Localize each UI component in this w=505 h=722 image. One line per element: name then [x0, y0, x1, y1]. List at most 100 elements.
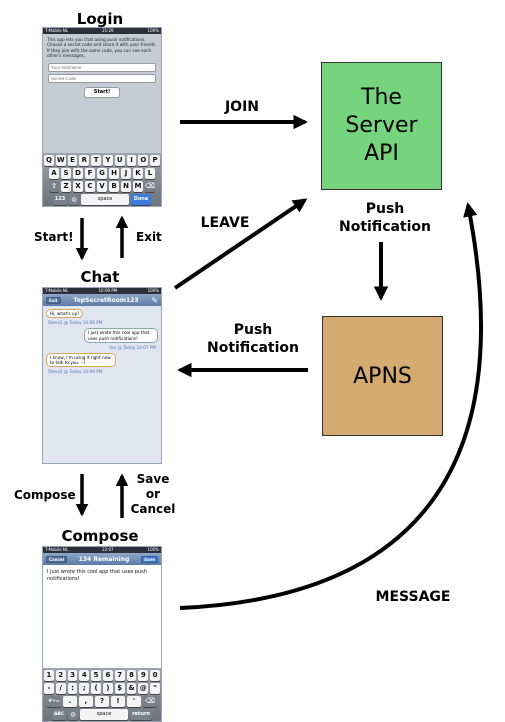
leave-label: LEAVE — [200, 215, 250, 231]
key-a[interactable]: A — [49, 168, 59, 179]
message-arrow — [179, 202, 484, 610]
backspace-icon[interactable]: ⌫ — [143, 696, 157, 707]
save-line2: or — [145, 487, 161, 501]
key-p[interactable]: P — [150, 155, 160, 166]
key-k[interactable]: K — [133, 168, 143, 179]
cancel-button[interactable]: Cancel — [46, 555, 67, 563]
key-j[interactable]: J — [121, 168, 131, 179]
key-2[interactable]: 2 — [55, 670, 66, 681]
num-row-1: 1 2 3 4 5 6 7 8 9 0 — [44, 670, 160, 681]
exit-button[interactable]: Exit — [46, 296, 61, 304]
num-row-3: #+= . , ? ! ' ⌫ — [44, 696, 160, 707]
key-h[interactable]: H — [109, 168, 119, 179]
key-abc[interactable]: ABC — [52, 709, 66, 720]
server-label-line3: API — [364, 141, 399, 166]
key-s[interactable]: S — [61, 168, 71, 179]
key-lparen[interactable]: ( — [91, 683, 101, 694]
key-return[interactable]: return — [130, 709, 152, 720]
key-rparen[interactable]: ) — [103, 683, 113, 694]
remaining-count: 134 Remaining — [78, 555, 130, 563]
battery-text: 100% — [147, 547, 159, 552]
key-semicolon[interactable]: ; — [79, 683, 90, 694]
key-1[interactable]: 1 — [44, 670, 54, 681]
key-7[interactable]: 7 — [114, 670, 125, 681]
key-r[interactable]: R — [79, 155, 90, 166]
message-meta-2: You @ Today 10:07 PM — [108, 344, 156, 350]
start-label: Start! — [34, 230, 74, 244]
chat-screen: T-Mobile NL 10:09 PM 100% Exit TopSecret… — [42, 287, 162, 464]
backspace-icon[interactable]: ⌫ — [145, 181, 155, 192]
key-space[interactable]: space — [80, 709, 128, 720]
key-y[interactable]: Y — [103, 155, 113, 166]
key-l[interactable]: L — [145, 168, 155, 179]
num-row-4: ABC ◍ space return — [44, 709, 160, 720]
start-button[interactable]: Start! — [84, 86, 120, 98]
leave-arrow — [173, 198, 308, 290]
key-dash[interactable]: - — [44, 683, 54, 694]
key-t[interactable]: T — [91, 155, 101, 166]
compose-title: Compose — [61, 527, 139, 545]
key-5[interactable]: 5 — [91, 670, 101, 681]
login-status-bar: T-Mobile NL 21:29 100% — [43, 28, 161, 34]
key-quote[interactable]: " — [150, 683, 160, 694]
key-symbols[interactable]: #+= — [47, 696, 61, 707]
globe-icon[interactable]: ◍ — [69, 194, 79, 205]
key-6[interactable]: 6 — [103, 670, 113, 681]
key-at[interactable]: @ — [138, 683, 149, 694]
key-question[interactable]: ? — [95, 696, 109, 707]
compose-icon[interactable]: ✎ — [151, 295, 158, 305]
key-d[interactable]: D — [73, 168, 83, 179]
carrier-text: T-Mobile NL — [45, 28, 69, 33]
message-bubble-2: I just wrote this cool app that uses pus… — [84, 328, 158, 343]
key-apostrophe[interactable]: ' — [127, 696, 141, 707]
push1-line2: Notification — [338, 219, 432, 235]
key-9[interactable]: 9 — [138, 670, 149, 681]
key-period[interactable]: . — [63, 696, 77, 707]
key-e[interactable]: E — [67, 155, 78, 166]
key-123[interactable]: 123 — [53, 194, 67, 205]
key-q[interactable]: Q — [44, 155, 54, 166]
key-n[interactable]: N — [121, 181, 131, 192]
key-exclaim[interactable]: ! — [111, 696, 125, 707]
push-notification-label-2: Push Notification — [200, 321, 306, 357]
key-amp[interactable]: & — [126, 683, 137, 694]
key-4[interactable]: 4 — [79, 670, 90, 681]
key-i[interactable]: I — [126, 155, 137, 166]
kb-row-1: Q W E R T Y U I O P — [44, 155, 160, 166]
key-comma[interactable]: , — [79, 696, 93, 707]
apns-node: APNS — [322, 316, 443, 436]
apns-label: APNS — [353, 363, 412, 389]
key-f[interactable]: F — [85, 168, 95, 179]
key-dollar[interactable]: $ — [114, 683, 125, 694]
key-x[interactable]: X — [73, 181, 83, 192]
key-b[interactable]: B — [109, 181, 119, 192]
key-0[interactable]: 0 — [150, 670, 160, 681]
globe-icon[interactable]: ◍ — [68, 709, 78, 720]
room-name: TopSecretRoom123 — [73, 296, 139, 304]
key-v[interactable]: V — [97, 181, 107, 192]
key-o[interactable]: O — [138, 155, 149, 166]
key-m[interactable]: M — [133, 181, 143, 192]
shift-icon[interactable]: ⇧ — [49, 181, 59, 192]
key-3[interactable]: 3 — [67, 670, 78, 681]
key-g[interactable]: G — [97, 168, 107, 179]
key-done[interactable]: Done — [131, 194, 151, 205]
compose-textarea[interactable]: I just wrote this cool app that uses pus… — [47, 569, 147, 582]
key-8[interactable]: 8 — [126, 670, 137, 681]
key-z[interactable]: Z — [61, 181, 71, 192]
key-slash[interactable]: / — [55, 683, 66, 694]
key-space[interactable]: space — [81, 194, 129, 205]
key-u[interactable]: U — [114, 155, 125, 166]
chat-navbar: Exit TopSecretRoom123 ✎ — [43, 294, 161, 306]
key-w[interactable]: W — [55, 155, 66, 166]
secret-code-input[interactable] — [48, 73, 156, 83]
message-label: MESSAGE — [375, 589, 451, 605]
key-colon[interactable]: : — [67, 683, 78, 694]
key-c[interactable]: C — [85, 181, 95, 192]
nickname-input[interactable] — [48, 62, 156, 72]
message-bubble-3: I know, I'm using it right now to talk t… — [46, 353, 116, 368]
compose-screen: T-Mobile NL 22:07 100% Cancel 134 Remain… — [42, 546, 162, 722]
save-button[interactable]: Save — [141, 555, 158, 563]
kb-row-3: ⇧ Z X C V B N M ⌫ — [44, 181, 160, 192]
